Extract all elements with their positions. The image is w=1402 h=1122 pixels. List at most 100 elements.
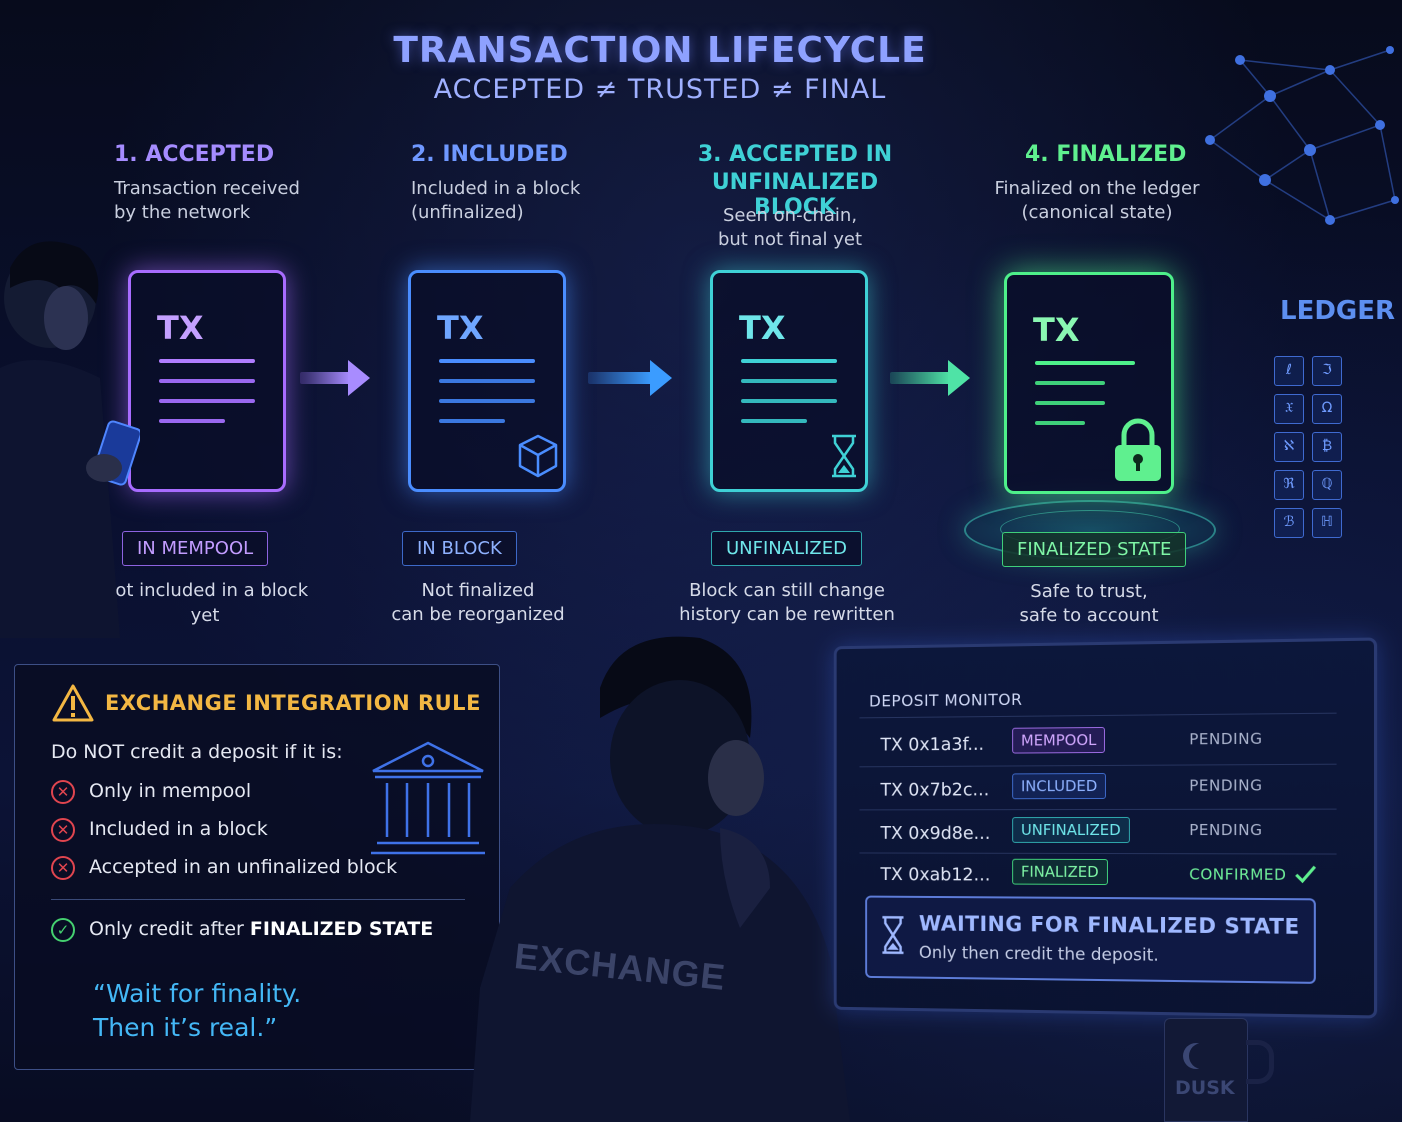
divider: [859, 712, 1337, 719]
arrow-shaft: [300, 372, 350, 384]
stage-4-title: 4. FINALIZED: [1025, 142, 1187, 167]
stage-3-title-line-2: UNFINALIZED BLOCK: [711, 170, 879, 220]
rule-intro: Do NOT credit a deposit if it is:: [51, 741, 343, 763]
stage-2-title: 2. INCLUDED: [411, 142, 568, 167]
rule-title: EXCHANGE INTEGRATION RULE: [105, 691, 481, 715]
monitor-row-status: PENDING: [1189, 729, 1263, 749]
ledger-cell: 𝔛: [1274, 394, 1304, 424]
arrow-right-icon: [650, 360, 672, 396]
ledger-cell: ℓ: [1274, 356, 1304, 386]
monitor-row-tx: TX 0xab12...: [880, 864, 991, 886]
stage-1-title: 1. ACCEPTED: [114, 142, 275, 167]
bank-icon: [371, 741, 485, 855]
ledger-stack: ℓ ℑ 𝔛 Ω ℵ ₿ ℜ ℚ ℬ ℍ: [1268, 350, 1360, 546]
x-circle-icon: ✕: [51, 856, 75, 880]
monitor-row-tx: TX 0x7b2c...: [880, 779, 990, 801]
mug: DUSK: [1164, 1018, 1248, 1122]
stage-4-tx-card: TX: [1004, 272, 1174, 494]
ledger-cell: ℜ: [1274, 470, 1304, 500]
tx-card-label: TX: [739, 309, 786, 347]
stage-4-caption-line-1: Safe to trust,: [1030, 581, 1148, 602]
quote-line-1: “Wait for finality.: [93, 979, 302, 1008]
tx-card-line: [741, 399, 837, 403]
tx-card-line: [159, 419, 225, 423]
stage-1-desc-line-2: by the network: [114, 202, 251, 223]
tx-card-label: TX: [1033, 311, 1080, 349]
user-figure: [0, 241, 140, 638]
tx-card-line: [741, 419, 807, 423]
deposit-monitor-screen: DEPOSIT MONITOR TX 0x1a3f... MEMPOOL PEN…: [833, 637, 1378, 1019]
arrow-shaft: [890, 372, 950, 384]
divider: [859, 808, 1337, 811]
cube-icon: [518, 434, 558, 478]
ledger-cell: ℑ: [1312, 356, 1342, 386]
monitor-row-status: CONFIRMED: [1189, 865, 1287, 884]
arrow-right-icon: [348, 360, 370, 396]
waiting-box: WAITING FOR FINALIZED STATE Only then cr…: [865, 895, 1316, 984]
check-circle-icon: ✓: [51, 918, 75, 942]
ledger-cell: ℍ: [1312, 508, 1342, 538]
divider: [859, 763, 1337, 768]
tx-card-label: TX: [157, 309, 204, 347]
stage-4-desc-line-1: Finalized on the ledger: [994, 178, 1200, 199]
mug-handle: [1246, 1040, 1274, 1084]
rule-do-prefix: Only credit after: [89, 918, 250, 940]
stage-3-tx-card: TX: [710, 270, 868, 492]
page-subtitle: ACCEPTED ≠ TRUSTED ≠ FINAL: [433, 74, 887, 105]
stage-3-caption-line-2: history can be rewritten: [679, 604, 895, 625]
operator-figure: [470, 636, 850, 1122]
lock-icon: [1115, 418, 1161, 481]
ledger-cell: ℚ: [1312, 470, 1342, 500]
hourglass-icon: [832, 434, 856, 478]
monitor-row-badge: FINALIZED: [1012, 858, 1108, 886]
rule-do-emphasis: FINALIZED STATE: [249, 918, 434, 940]
monitor-row-tx: TX 0x1a3f...: [880, 733, 985, 756]
divider: [51, 899, 465, 900]
ledger-label: LEDGER: [1280, 296, 1396, 326]
stage-4-badge: FINALIZED STATE: [1002, 532, 1187, 567]
stage-3-title-line-1: 3. ACCEPTED IN: [697, 142, 893, 167]
tx-card-label: TX: [437, 309, 484, 347]
mug-text: DUSK: [1175, 1077, 1235, 1099]
tx-card-line: [439, 419, 505, 423]
stage-4-desc-line-2: (canonical state): [1021, 202, 1173, 223]
monitor-title: DEPOSIT MONITOR: [869, 689, 1023, 711]
ledger-cell: ℵ: [1274, 432, 1304, 462]
stage-3-desc-line-2: but not final yet: [717, 229, 863, 250]
stage-2-caption-line-2: can be reorganized: [391, 604, 565, 625]
tx-card-line: [439, 359, 535, 363]
stage-2-badge: IN BLOCK: [402, 531, 517, 566]
network-graph-decoration: [1205, 46, 1399, 225]
ledger-cell: ℬ: [1274, 508, 1304, 538]
tx-card-line: [741, 359, 837, 363]
rule-do-item: Only credit after FINALIZED STATE: [89, 918, 433, 940]
ledger-cell: Ω: [1312, 394, 1342, 424]
warning-icon: [52, 684, 94, 722]
stage-2-caption-line-1: Not finalized: [421, 580, 535, 601]
stage-1-caption: Not included in a block yet: [101, 580, 309, 626]
tx-card-line: [1035, 421, 1085, 425]
monitor-row-status: PENDING: [1189, 820, 1263, 840]
stage-1-desc-line-1: Transaction received: [114, 178, 300, 199]
tx-card-line: [1035, 381, 1105, 385]
tx-card-line: [159, 379, 255, 383]
rule-dont-item: Accepted in an unfinalized block: [89, 856, 398, 878]
stage-2-desc-line-2: (unfinalized): [411, 202, 524, 223]
moon-icon: [1189, 1043, 1215, 1069]
quote-line-2: Then it’s real.”: [93, 1013, 278, 1042]
rule-dont-item: Only in mempool: [89, 780, 252, 802]
stage-4-caption-line-2: safe to account: [1019, 605, 1159, 626]
stage-3-badge: UNFINALIZED: [711, 531, 862, 566]
tx-card-line: [439, 399, 535, 403]
x-circle-icon: ✕: [51, 818, 75, 842]
tx-card-line: [1035, 361, 1135, 365]
stage-3-caption-line-1: Block can still change: [689, 580, 885, 601]
divider: [859, 852, 1337, 855]
stage-3-desc-line-1: Seen on-chain,: [722, 205, 858, 226]
monitor-row-badge: INCLUDED: [1012, 772, 1107, 800]
stage-1-tx-card: TX: [128, 270, 286, 492]
waiting-title: WAITING FOR FINALIZED STATE: [918, 911, 1300, 939]
tx-card-line: [159, 359, 255, 363]
exchange-rule-panel: EXCHANGE INTEGRATION RULE Do NOT credit …: [14, 664, 500, 1070]
stage-2-tx-card: TX: [408, 270, 566, 492]
